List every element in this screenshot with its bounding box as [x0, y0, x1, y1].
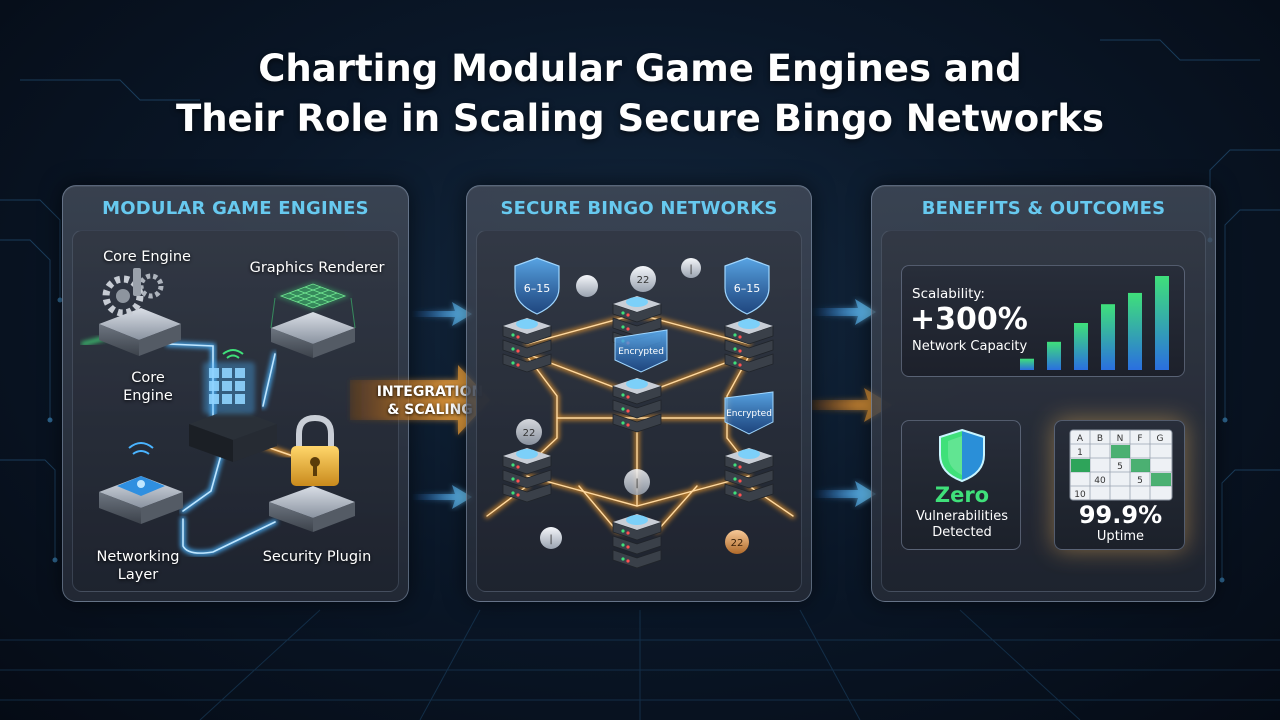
- networking-layer-module: [99, 442, 183, 524]
- arrow-network-to-benefits-top: [812, 299, 876, 325]
- svg-text:22: 22: [523, 428, 536, 439]
- uptime-card: A B N F G 1 5 40 10 5 99.9% Uptime: [1054, 420, 1185, 550]
- scalability-label: Scalability:: [912, 286, 985, 302]
- label-core-engine: Core Engine: [123, 370, 173, 404]
- svg-text:6–15: 6–15: [524, 282, 551, 295]
- shield-label-right: 6–15: [734, 282, 761, 295]
- security-caption: Vulnerabilities Detected: [916, 509, 1008, 540]
- server-stacks: [502, 296, 774, 569]
- label-core-engine-top: Core Engine: [103, 249, 191, 265]
- svg-text:N: N: [1117, 434, 1124, 444]
- panel-modular-game-engines: MODULAR GAME ENGINES: [62, 185, 409, 602]
- label-networking-layer: Networking Layer: [96, 549, 180, 583]
- scalability-bar-5: [1128, 292, 1142, 370]
- svg-text:|: |: [549, 534, 552, 545]
- svg-text:6–15: 6–15: [734, 282, 761, 295]
- scalability-value: +300%: [910, 302, 1028, 337]
- label-security-plugin: Security Plugin: [262, 549, 372, 565]
- scalability-bar-chart: [1020, 276, 1169, 370]
- scalability-card: Scalability: +300% Network Capacity: [901, 265, 1185, 377]
- graphics-renderer-module: [270, 282, 356, 358]
- svg-text:B: B: [1097, 434, 1103, 444]
- scalability-bar-1: [1020, 358, 1034, 370]
- ball-label-left: 22: [523, 428, 536, 439]
- shield-label-left: 6–15: [524, 282, 551, 295]
- svg-text:1: 1: [1077, 448, 1083, 458]
- arrow-network-to-benefits-bottom: [812, 481, 876, 507]
- security-value: Zero: [934, 483, 990, 507]
- central-hub-module: [189, 349, 277, 462]
- title-line-1: Charting Modular Game Engines and: [258, 47, 1022, 90]
- ball-label-orange: 22: [731, 538, 744, 549]
- core-engine-module: [99, 268, 181, 356]
- svg-text:|: |: [635, 478, 638, 489]
- svg-text:Encrypted: Encrypted: [618, 347, 664, 357]
- svg-text:Encrypted: Encrypted: [726, 409, 772, 419]
- server-stack-5: [502, 448, 552, 503]
- security-shield-icon: [939, 428, 985, 483]
- panel-heading-benefits: BENEFITS & OUTCOMES: [921, 198, 1166, 219]
- server-stack-4: [612, 378, 662, 433]
- scalability-bar-4: [1101, 304, 1115, 370]
- panel-secure-bingo-networks: SECURE BINGO NETWORKS: [466, 185, 812, 602]
- page-title: Charting Modular Game Engines and Their …: [0, 44, 1280, 144]
- bingo-ball-icon: | | |: [516, 258, 749, 554]
- svg-text:A: A: [1077, 434, 1084, 444]
- shield-icon: [514, 257, 770, 315]
- ball-label-top: 22: [637, 275, 650, 286]
- svg-text:22: 22: [637, 275, 650, 286]
- bingo-card-icon: A B N F G 1 5 40 10 5: [1069, 429, 1173, 501]
- svg-text:5: 5: [1137, 476, 1143, 486]
- security-card: Zero Vulnerabilities Detected: [901, 420, 1021, 550]
- scalability-bar-3: [1074, 323, 1088, 370]
- panel-heading-engines: MODULAR GAME ENGINES: [102, 198, 369, 219]
- server-stack-1: [502, 318, 552, 373]
- svg-text:40: 40: [1094, 476, 1106, 486]
- svg-text:22: 22: [731, 538, 744, 549]
- label-graphics-renderer: Graphics Renderer: [249, 260, 385, 276]
- uptime-caption: Uptime: [1096, 529, 1145, 544]
- network-illustration: | | | 6–15 6–15 22 22 22 Encrypted Encry…: [484, 257, 796, 569]
- server-stack-6: [724, 448, 774, 503]
- arrow-integration-scaling: [350, 365, 490, 435]
- server-stack-7: [612, 514, 662, 569]
- security-plugin-module: [269, 414, 355, 532]
- title-line-2: Their Role in Scaling Secure Bingo Netwo…: [175, 97, 1105, 140]
- svg-text:F: F: [1137, 434, 1142, 444]
- panel-benefits-outcomes: BENEFITS & OUTCOMES Scalability: +300% N…: [871, 185, 1216, 602]
- scalability-bar-6: [1155, 276, 1169, 370]
- encrypted-label-center: Encrypted: [618, 347, 664, 357]
- svg-text:G: G: [1157, 434, 1164, 444]
- panel-heading-network: SECURE BINGO NETWORKS: [500, 198, 778, 219]
- scalability-bar-2: [1047, 341, 1061, 370]
- encrypted-label-right: Encrypted: [726, 409, 772, 419]
- uptime-value: 99.9%: [1078, 501, 1163, 529]
- svg-text:|: |: [689, 264, 692, 275]
- arrow-engines-to-network-bottom: [412, 485, 472, 509]
- svg-text:5: 5: [1117, 462, 1123, 472]
- engines-illustration: [81, 268, 356, 556]
- integration-scaling-label: INTEGRATION & SCALING: [376, 384, 484, 418]
- svg-text:10: 10: [1074, 490, 1086, 500]
- server-stack-3: [724, 318, 774, 373]
- encrypted-panel-icon: [614, 329, 774, 435]
- scalability-caption: Network Capacity: [912, 339, 1028, 354]
- arrow-engines-to-network-top: [412, 302, 472, 326]
